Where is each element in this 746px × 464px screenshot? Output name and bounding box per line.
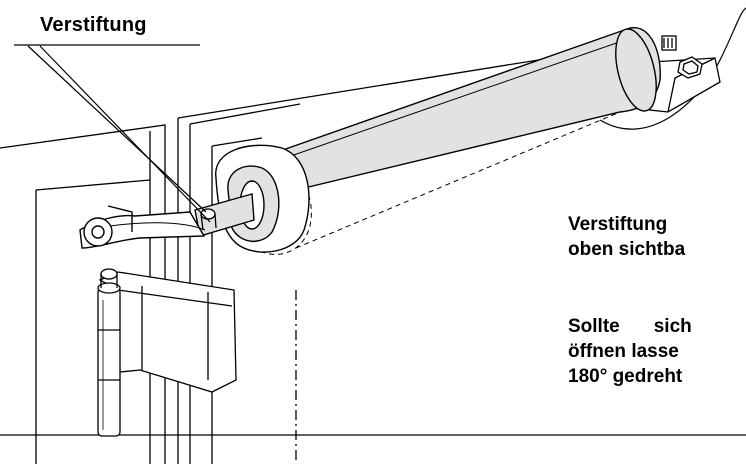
closer-mounting-bracket — [649, 35, 721, 113]
callout-leader-lines — [14, 44, 211, 223]
note-rotation-hint: Sollte sich öffnen lasse 180° gedreht — [568, 314, 692, 389]
closer-cylinder — [258, 27, 661, 191]
note-1-line-1: Verstiftung — [568, 214, 668, 235]
cylinder-phantom-outline — [229, 111, 621, 255]
closer-end-cap — [215, 144, 310, 253]
door-hinge — [97, 268, 237, 437]
note-2-line-3: 180° gedreht — [568, 366, 683, 387]
note-pin-visibility: Verstiftung oben sichtba — [568, 212, 685, 262]
note-2-line-1: Sollte sich — [568, 314, 692, 339]
closer-arm — [79, 193, 255, 249]
note-2-word-1: Sollte — [568, 316, 620, 337]
note-2-line-2: öffnen lasse — [568, 341, 679, 362]
pin — [200, 208, 217, 231]
note-1-line-2: oben sichtba — [568, 239, 686, 260]
note-2-word-2: sich — [653, 316, 692, 337]
callout-label: Verstiftung — [40, 14, 147, 36]
